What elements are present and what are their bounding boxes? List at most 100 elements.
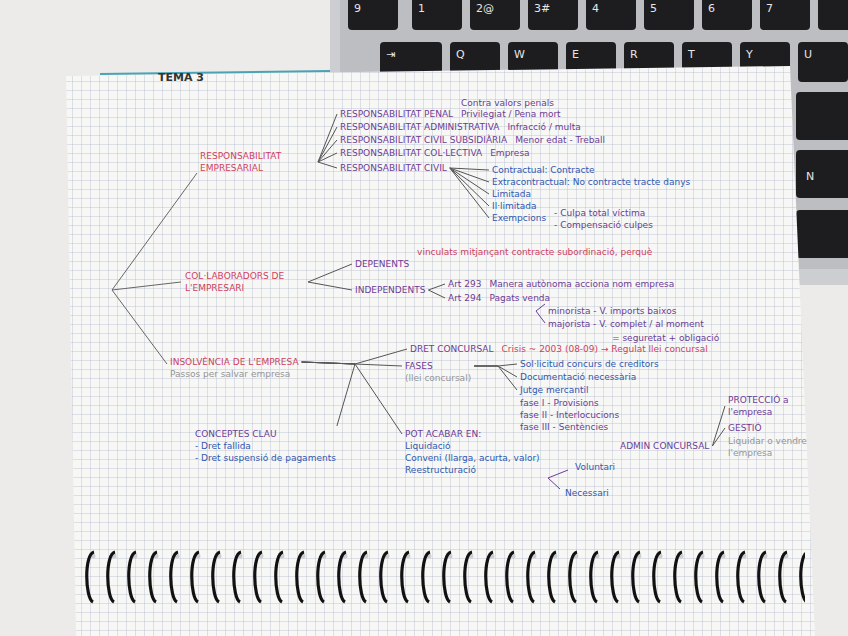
note-text: = seguretat + obligació xyxy=(612,332,719,344)
key-label: Q xyxy=(456,48,465,62)
mindmap-node: RESPONSABILITAT COL·LECTIVA xyxy=(340,147,482,159)
node-heading: Extracontractual: No contracte tracte da… xyxy=(492,176,690,188)
spiral-binding xyxy=(80,546,805,608)
key-label: 3# xyxy=(534,2,550,16)
key xyxy=(528,0,578,30)
node-heading: RESPONSABILITAT CIVIL SUBSIDIÀRIA xyxy=(340,134,507,146)
mindmap-node: RESPONSABILITAT ADMINISTRATIVA xyxy=(340,121,499,133)
note-text: fase II - Interlocucions xyxy=(520,409,619,421)
node-heading: PROTECCIÓ a l'empresa xyxy=(728,394,808,418)
branch-line xyxy=(112,290,167,364)
connector-line xyxy=(712,406,725,446)
connector-line xyxy=(318,153,337,162)
cover-edge xyxy=(100,71,330,74)
note-text: fase I - Provisions xyxy=(520,397,599,409)
node-heading: Art 294 xyxy=(448,292,481,304)
node-heading: Contractual: Contracte xyxy=(492,164,595,176)
mindmap-node: Il·limitada xyxy=(492,200,537,212)
key xyxy=(644,0,694,30)
connector-line xyxy=(318,162,337,168)
mindmap-node: Exempcions xyxy=(492,212,546,224)
node-heading: RESPONSABILITAT CIVIL xyxy=(340,162,447,174)
key xyxy=(702,0,752,30)
key-label: Y xyxy=(746,48,753,62)
node-heading: FASES xyxy=(405,360,471,372)
note-text: Necessari xyxy=(565,487,609,499)
mindmap-node: RESPONSABILITAT PENAL xyxy=(340,108,453,120)
key xyxy=(818,0,848,30)
note-text: Manera autònoma acciona nom empresa xyxy=(489,278,674,290)
connector-line xyxy=(318,140,337,162)
mindmap-node: INSOLVÈNCIA DE L'EMPRESAPassos per salva… xyxy=(170,356,299,380)
connector-line xyxy=(712,428,725,446)
key xyxy=(470,0,520,30)
node-heading: Exempcions xyxy=(492,212,546,224)
connector-line xyxy=(302,362,402,434)
node-text: Liquidació xyxy=(405,440,540,452)
node-text: (llei concursal) xyxy=(405,372,471,384)
key-label: 7 xyxy=(766,2,773,16)
branch-line xyxy=(112,173,197,290)
key-label: 4 xyxy=(592,2,599,16)
node-heading: Documentació necessària xyxy=(520,371,636,383)
note-text: Empresa xyxy=(490,147,529,159)
note-text: Pagats venda xyxy=(489,292,550,304)
mindmap-node: Contractual: Contracte xyxy=(492,164,595,176)
key-label: U xyxy=(804,48,812,62)
mindmap-node: CONCEPTES CLAU- Dret fallida- Dret suspe… xyxy=(195,428,336,464)
note-text: Voluntari xyxy=(575,461,615,473)
node-heading: RESPONSABILITAT PENAL xyxy=(340,108,453,120)
node-heading: RESPONSABILITAT EMPRESARIAL xyxy=(200,150,315,174)
mindmap-node: ADMIN CONCURSAL xyxy=(620,440,709,452)
note-text: Liquidar o vendre l'empresa xyxy=(728,435,808,459)
connector-line xyxy=(318,127,337,162)
key xyxy=(796,150,848,198)
mindmap-node: RESPONSABILITAT CIVIL xyxy=(340,162,447,174)
note-text: Contra valors penals xyxy=(461,97,554,109)
mindmap-node: Sol·licitud concurs de creditors xyxy=(520,358,659,370)
mindmap-node: INDEPENDENTS xyxy=(355,284,425,296)
node-heading: DRET CONCURSAL xyxy=(410,343,494,355)
note-text: Crisis ~ 2003 (08-09) → Regulat llei con… xyxy=(502,343,708,355)
node-heading: Il·limitada xyxy=(492,200,537,212)
node-text: Reestructuració xyxy=(405,464,540,476)
node-heading: POT ACABAR EN: xyxy=(405,428,540,440)
connector-line xyxy=(308,282,352,290)
note-text: Infracció / multa xyxy=(507,121,580,133)
connector-line xyxy=(318,114,337,162)
node-heading: ADMIN CONCURSAL xyxy=(620,440,709,452)
connector-line xyxy=(474,366,517,377)
key-label: R xyxy=(630,48,638,62)
mindmap-node: DEPENENTS xyxy=(355,258,409,270)
connector-line xyxy=(474,366,517,390)
connector-line xyxy=(428,290,445,298)
node-text: - Dret fallida xyxy=(195,440,336,452)
mindmap-node: Art 294 xyxy=(448,292,481,304)
branch-line xyxy=(112,282,181,290)
node-heading: DEPENENTS xyxy=(355,258,409,270)
mindmap-node: GESTIÓ xyxy=(728,422,762,434)
mindmap-node: RESPONSABILITAT CIVIL SUBSIDIÀRIA xyxy=(340,134,507,146)
note-text: - Culpa total víctima xyxy=(554,207,645,219)
node-heading: INSOLVÈNCIA DE L'EMPRESA xyxy=(170,356,299,368)
node-heading: COL·LABORADORS DE L'EMPRESARI xyxy=(185,270,305,294)
node-text: Conveni (llarga, acurta, valor) xyxy=(405,452,540,464)
note-text: majorista - V. complet / al moment xyxy=(548,318,704,330)
connector-line xyxy=(450,168,489,218)
note-text: - Compensació culpes xyxy=(554,219,653,231)
key-label: 1 xyxy=(418,2,425,16)
key xyxy=(796,92,848,140)
root-branch-lines xyxy=(112,173,197,364)
node-heading: CONCEPTES CLAU xyxy=(195,428,336,440)
key xyxy=(586,0,636,30)
node-heading: Limitada xyxy=(492,188,531,200)
mindmap-node: RESPONSABILITAT EMPRESARIAL xyxy=(200,150,315,174)
page-heading: TEMA 3 xyxy=(158,72,204,84)
key-label: 9 xyxy=(354,2,361,16)
key xyxy=(796,210,848,258)
connector-line xyxy=(428,284,445,290)
